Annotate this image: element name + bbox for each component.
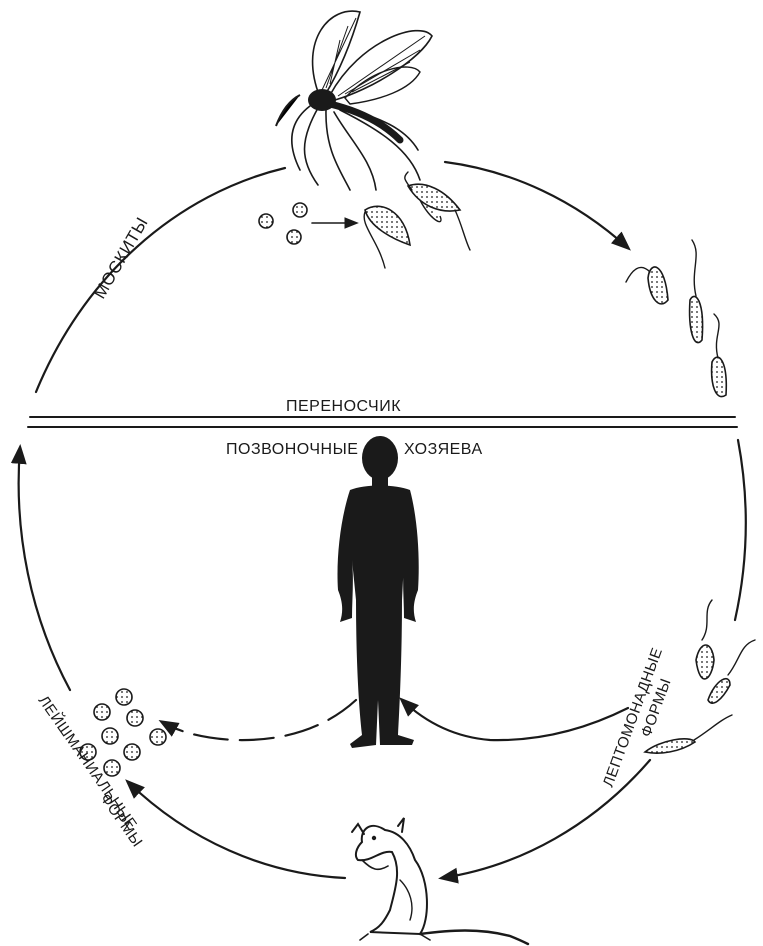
vector-divider [28,417,737,427]
promastigote-cells-right [626,240,726,397]
promastigote-cells-lower-right [645,600,755,753]
rodent-icon [352,818,528,944]
label-vector: ПЕРЕНОСЧИК [286,398,401,415]
arc-bottom-left [128,782,345,878]
arc-left [19,448,70,690]
label-vertebrate: ПОЗВОНОЧНЫЕ [226,441,358,458]
amastigote-cells-top [259,203,356,244]
arc-top-left [36,168,285,392]
human-silhouette-icon [338,436,419,748]
arrow-to-human [402,700,628,740]
dashed-arrow-to-leishmania [162,700,356,740]
promastigote-cells-top [364,172,470,268]
mosquito-icon [276,11,432,190]
arc-top-right [445,162,628,248]
arc-right [735,440,746,620]
label-mosquitoes: МОСКИТЫ [90,214,152,302]
label-hosts: ХОЗЯЕВА [404,441,483,458]
